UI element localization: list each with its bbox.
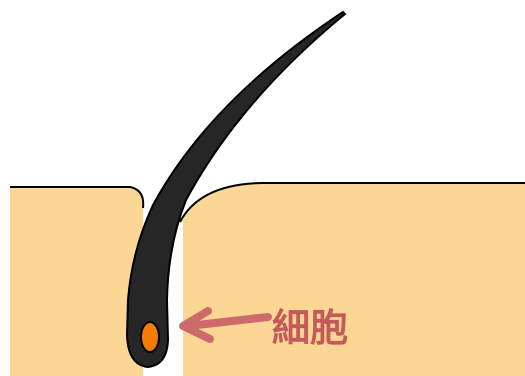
cell-label: 細胞 — [272, 306, 348, 350]
skin-region — [10, 183, 525, 376]
cell-dot — [141, 322, 159, 352]
